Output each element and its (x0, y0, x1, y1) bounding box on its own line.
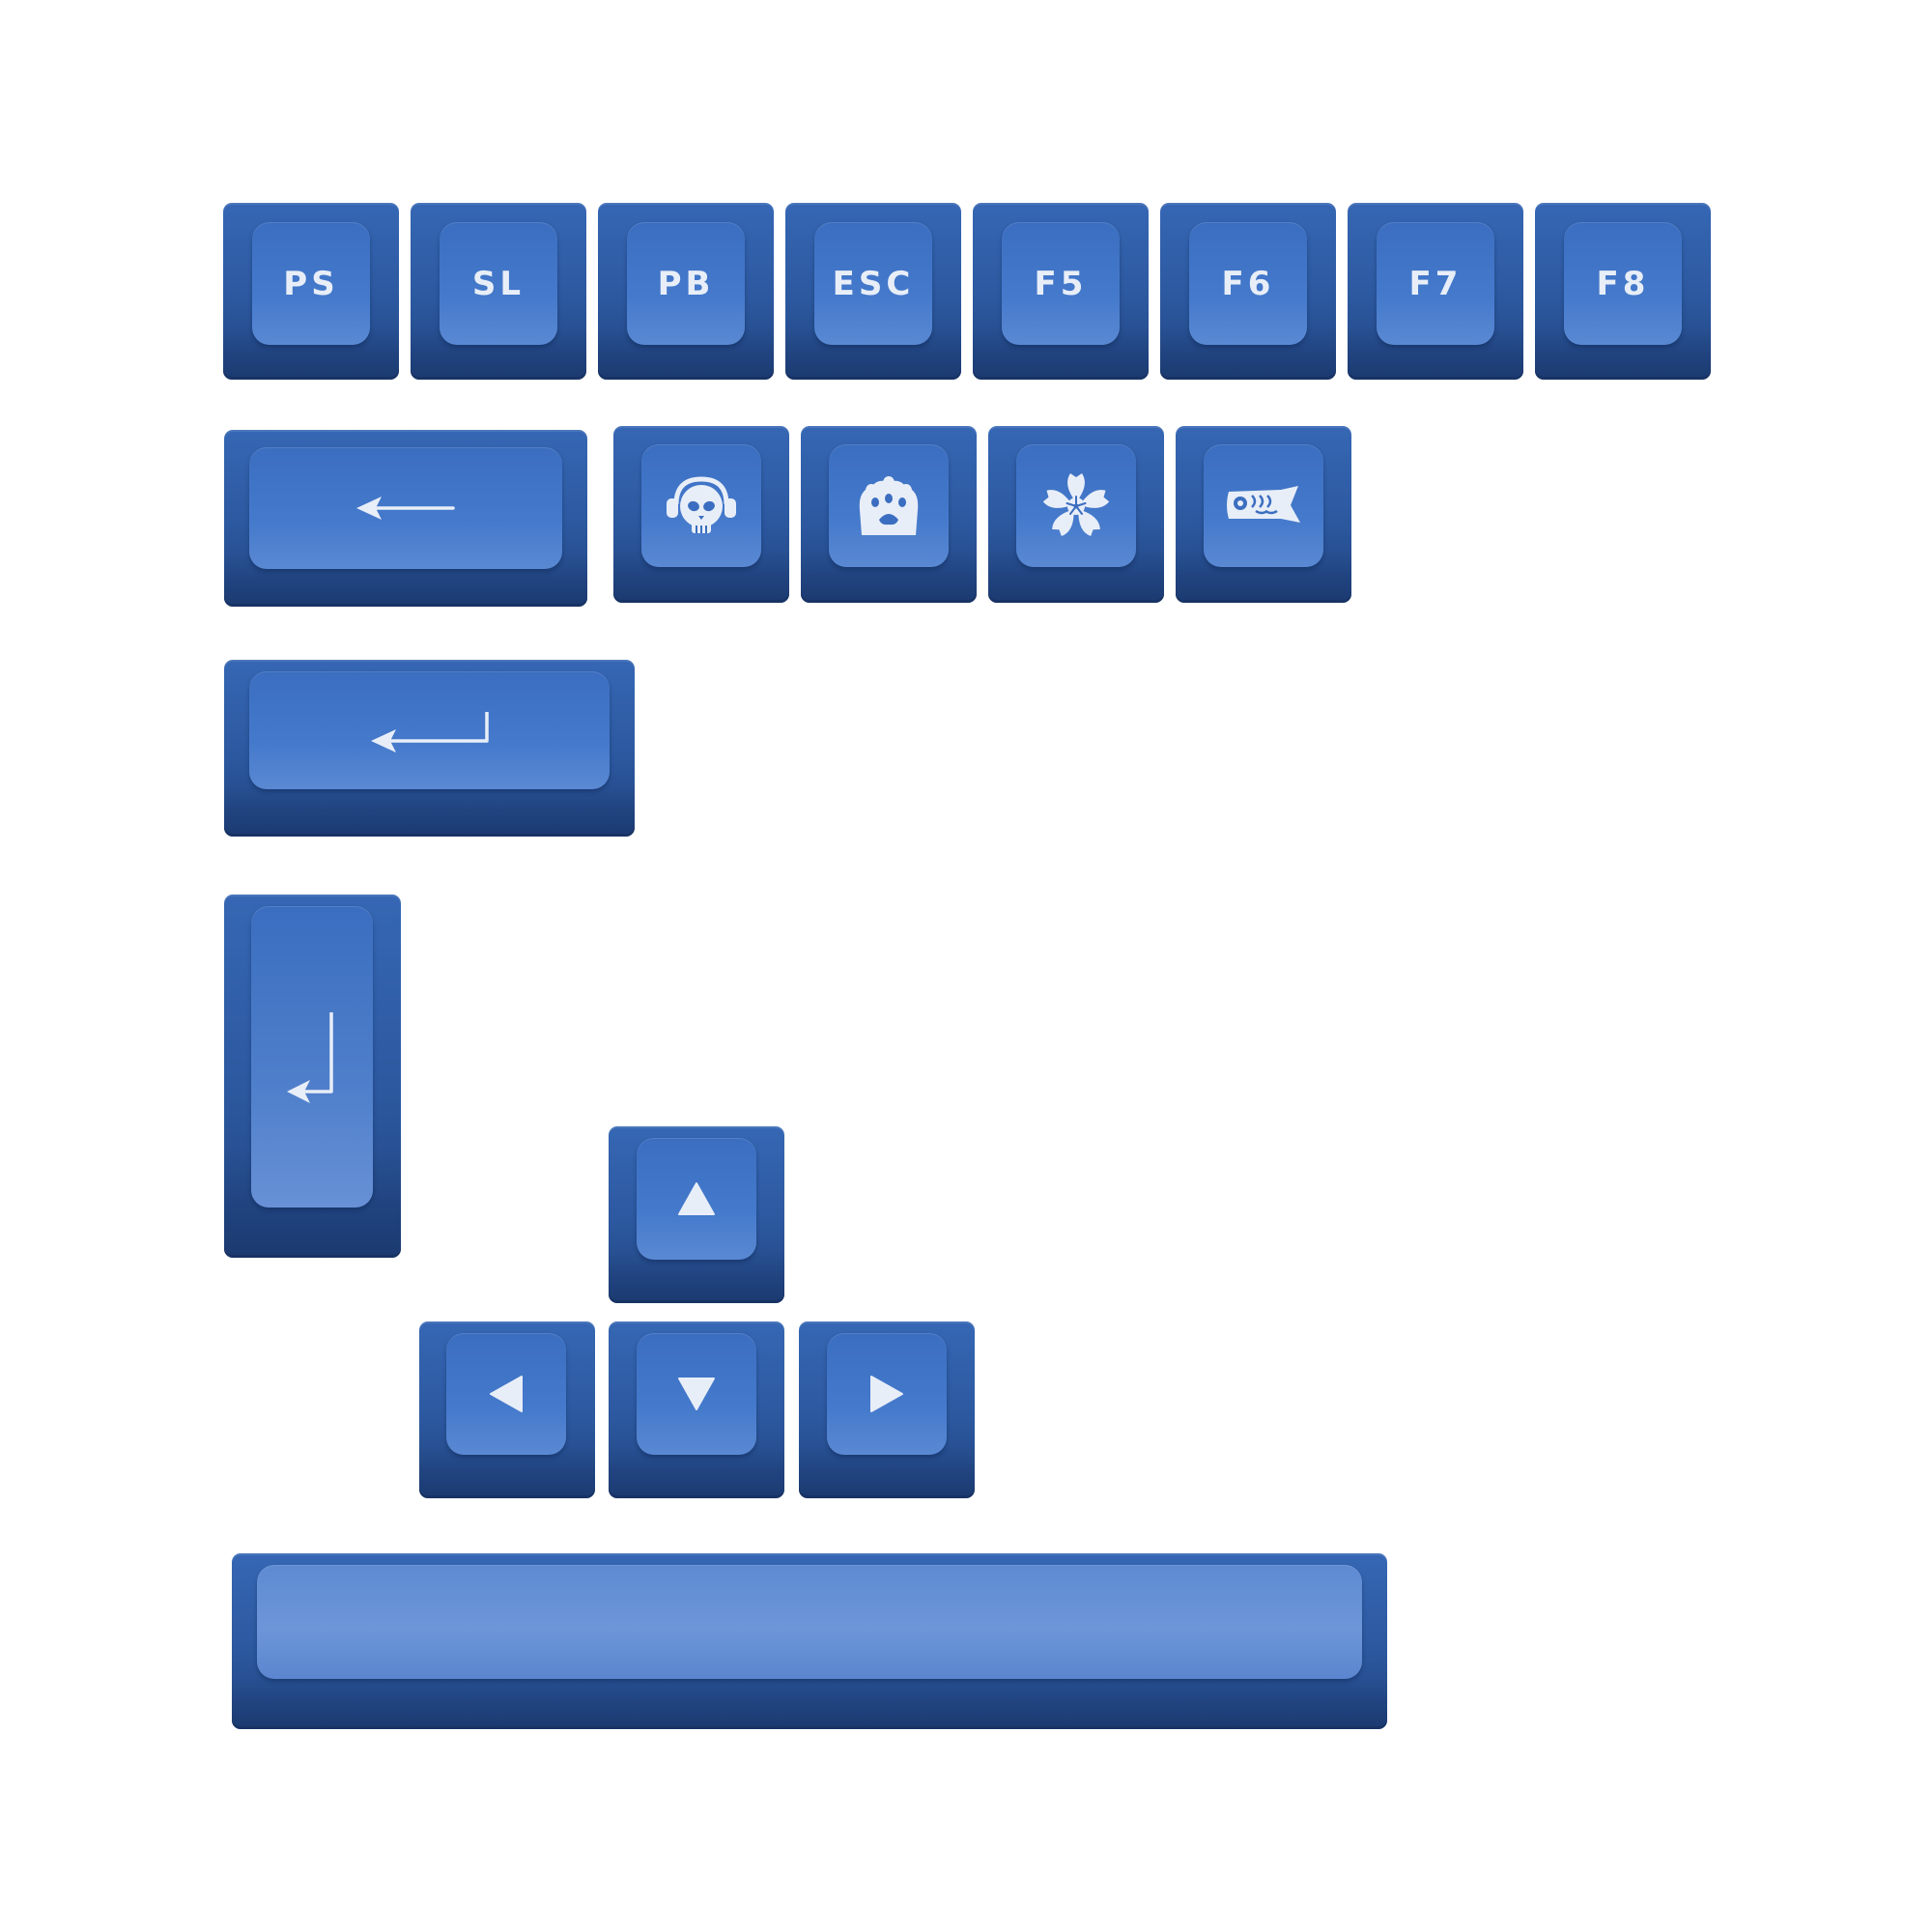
key-arrow-left[interactable] (419, 1321, 595, 1498)
key-sl-top: SL (440, 222, 557, 345)
triangle-up-icon (678, 1182, 715, 1215)
triangle-right-icon (870, 1376, 903, 1412)
key-f6[interactable]: F6 (1160, 203, 1336, 380)
key-skull-top (641, 444, 761, 567)
key-esc-top: ESC (814, 222, 932, 345)
key-koinobori-top (1204, 444, 1323, 567)
key-enter-tall-top (251, 906, 373, 1208)
key-paw[interactable] (801, 426, 977, 603)
left-arrow-icon (356, 497, 455, 520)
key-f8-legend: F8 (1596, 264, 1650, 303)
key-arrow-right[interactable] (799, 1321, 975, 1498)
key-f7-legend: F7 (1408, 264, 1463, 303)
key-arrow-up[interactable] (609, 1126, 784, 1303)
key-backspace[interactable] (224, 430, 587, 607)
key-arrow-left-top (446, 1333, 566, 1455)
triangle-down-icon (678, 1378, 715, 1410)
key-spacebar-top (257, 1565, 1362, 1679)
key-skull[interactable] (613, 426, 789, 603)
skull-headphones-icon (667, 475, 736, 533)
key-spacebar[interactable] (232, 1553, 1387, 1729)
key-sakura-top (1016, 444, 1136, 567)
key-f5-top: F5 (1002, 222, 1120, 345)
key-sl[interactable]: SL (411, 203, 586, 380)
key-ps-top: PS (252, 222, 370, 345)
key-ps-legend: PS (283, 264, 339, 303)
key-enter-tall[interactable] (224, 895, 401, 1258)
enter-arrow-icon (370, 712, 489, 753)
key-pb[interactable]: PB (598, 203, 774, 380)
triangle-left-icon (490, 1376, 523, 1412)
cat-paw-icon (859, 475, 919, 535)
key-arrow-down[interactable] (609, 1321, 784, 1498)
key-esc[interactable]: ESC (785, 203, 961, 380)
key-ps[interactable]: PS (223, 203, 399, 380)
key-f7[interactable]: F7 (1348, 203, 1523, 380)
key-koinobori[interactable] (1176, 426, 1351, 603)
key-arrow-down-top (637, 1333, 756, 1455)
key-f6-top: F6 (1189, 222, 1307, 345)
key-backspace-top (249, 447, 562, 569)
key-sl-legend: SL (471, 264, 526, 303)
key-f6-legend: F6 (1221, 264, 1275, 303)
key-arrow-up-top (637, 1138, 756, 1260)
enter-arrow-icon (287, 1012, 333, 1103)
koinobori-fish-icon (1227, 485, 1300, 523)
key-sakura[interactable] (988, 426, 1164, 603)
key-f7-top: F7 (1377, 222, 1494, 345)
key-pb-top: PB (627, 222, 745, 345)
key-enter-wide-top (249, 671, 610, 789)
sakura-flower-icon (1042, 472, 1110, 536)
key-arrow-right-top (827, 1333, 947, 1455)
key-enter-wide[interactable] (224, 660, 635, 837)
key-pb-legend: PB (657, 264, 715, 303)
key-esc-legend: ESC (832, 264, 915, 303)
key-f5-legend: F5 (1034, 264, 1088, 303)
key-paw-top (829, 444, 949, 567)
key-f5[interactable]: F5 (973, 203, 1149, 380)
key-f8-top: F8 (1564, 222, 1682, 345)
key-f8[interactable]: F8 (1535, 203, 1711, 380)
